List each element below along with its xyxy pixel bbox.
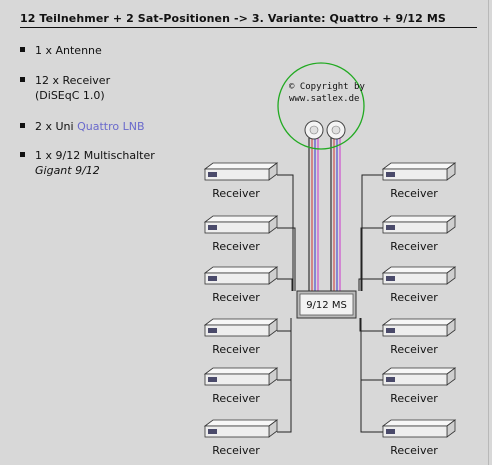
bullet-icon [20,77,25,82]
item-text: 1 x Antenne [35,44,102,57]
quattro-lnb-link[interactable]: Quattro LNB [77,120,145,133]
multiswitch-label: 9/12 MS [306,300,347,311]
item-subtext: Gigant 9/12 [35,164,100,177]
receiver-label: Receiver [390,392,438,405]
receiver-icon: Receiver [203,266,279,304]
receiver-label: Receiver [212,291,260,304]
title-divider [20,27,477,28]
receiver-label: Receiver [212,187,260,200]
receiver-cable [277,318,292,332]
copyright-line-2: www.satlex.de [289,94,359,104]
lnb-right-icon [326,120,346,140]
receiver-icon: Receiver [381,162,457,200]
bullet-icon [20,123,25,128]
bullet-icon [20,47,25,52]
receiver-icon: Receiver [381,367,457,405]
list-item-multiswitch: 1 x 9/12 Multischalter Gigant 9/12 [35,148,155,178]
receiver-label: Receiver [390,240,438,253]
receiver-label: Receiver [390,444,438,457]
item-text: 2 x Uni [35,120,78,133]
receiver-icon: Receiver [381,419,457,457]
multiswitch: 9/12 MS [296,290,357,319]
item-subtext: (DiSEqC 1.0) [35,89,105,102]
list-item-lnb: 2 x Uni Quattro LNB [35,119,145,134]
copyright-line-1: © Copyright by [289,82,365,92]
receiver-cable [360,227,383,291]
receiver-label: Receiver [390,291,438,304]
cable-lines [277,136,383,433]
satellite-dish-icon [277,62,365,150]
receiver-cable [277,227,296,291]
receiver-cable [359,318,383,332]
receiver-icon: Receiver [381,215,457,253]
content-border [488,0,489,465]
receiver-cable [277,174,294,291]
receiver-label: Receiver [212,444,260,457]
receiver-cable [277,278,293,291]
receiver-cable [361,174,383,291]
receiver-icon: Receiver [381,266,457,304]
bullet-icon [20,152,25,157]
receiver-cable [358,278,383,291]
receiver-cable [277,318,292,381]
item-text: 1 x 9/12 Multischalter [35,149,155,162]
receiver-icon: Receiver [381,318,457,356]
receiver-cable [277,318,292,433]
receiver-icon: Receiver [203,215,279,253]
receiver-label: Receiver [212,392,260,405]
receiver-icon: Receiver [203,419,279,457]
receiver-icon: Receiver [203,162,279,200]
receiver-cable [360,318,383,433]
receiver-icon: Receiver [203,318,279,356]
list-item-receiver: 12 x Receiver (DiSEqC 1.0) [35,73,110,103]
list-item-antenne: 1 x Antenne [35,43,102,58]
lnb-left-icon [304,120,324,140]
receiver-cable [360,318,383,381]
receiver-label: Receiver [212,343,260,356]
receiver-label: Receiver [390,343,438,356]
receiver-label: Receiver [390,187,438,200]
page-title: 12 Teilnehmer + 2 Sat-Positionen -> 3. V… [20,12,446,25]
receiver-label: Receiver [212,240,260,253]
item-text: 12 x Receiver [35,74,111,87]
receiver-icon: Receiver [203,367,279,405]
